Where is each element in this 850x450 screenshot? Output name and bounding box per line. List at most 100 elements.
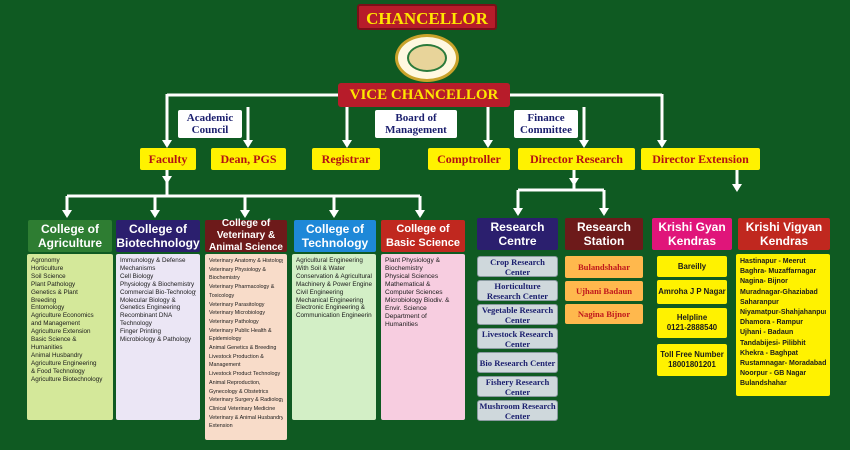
list-item: Microbiology & Pathology bbox=[120, 336, 192, 344]
college-technology-list: Agricultural Engineering With Soil & Wat… bbox=[292, 254, 376, 420]
tollfree-box: Toll Free Number 18001801201 bbox=[657, 344, 727, 376]
research-center-item: Fishery Research Center bbox=[477, 376, 558, 397]
research-centre-title: Research Centre bbox=[477, 218, 558, 250]
list-item: Muradnagar-Ghaziabad bbox=[740, 288, 818, 296]
list-item: Molecular Biology & bbox=[120, 296, 176, 304]
research-center-item: Livestock Research Center bbox=[477, 328, 558, 349]
list-item: Entomology bbox=[31, 304, 65, 312]
list-item: Immunology & Defense bbox=[120, 257, 186, 264]
list-item: Agriculture Engineering bbox=[31, 359, 97, 367]
list-item: Mechanical Engineering bbox=[296, 296, 364, 304]
list-item: Agronomy bbox=[31, 257, 60, 264]
list-item: Khekra - Baghpat bbox=[740, 349, 798, 357]
list-item: Recombinant DNA bbox=[120, 312, 173, 320]
college-technology-title: College of Technology bbox=[294, 220, 376, 252]
research-station-item: Ujhani Badaun bbox=[565, 281, 643, 301]
college-veterinary-list: Veterinary Anatomy & Histology Veterinar… bbox=[205, 254, 287, 440]
research-station-title: Research Station bbox=[565, 218, 643, 250]
list-item: & Food Technology bbox=[31, 367, 85, 375]
research-center-item: Vegetable Research Center bbox=[477, 304, 558, 325]
list-item: Livestock Product Technology bbox=[209, 371, 281, 378]
krishi-gyan-item: Bareilly bbox=[657, 256, 727, 277]
tollfree-number: 18001801201 bbox=[668, 360, 716, 369]
list-item: Department of bbox=[385, 313, 427, 320]
list-item: Extension bbox=[209, 423, 233, 430]
registrar-box: Registrar bbox=[312, 148, 380, 170]
list-item: Hastinapur - Meerut bbox=[740, 258, 806, 265]
list-item: Plant Physiology & bbox=[385, 257, 440, 264]
helpline-number: 0121-2888540 bbox=[666, 323, 718, 332]
list-item: Animal Husbandry bbox=[31, 351, 83, 359]
college-biotechnology-list: Immunology & Defense Mechanisms Cell Bio… bbox=[116, 254, 200, 420]
list-item: Veterinary Public Health & bbox=[209, 327, 272, 334]
list-item: Veterinary Surgery & Radiology bbox=[209, 397, 283, 404]
list-item: Basic Science & bbox=[31, 336, 77, 344]
faculty-box: Faculty bbox=[140, 148, 196, 170]
list-item: Commercial Bio-Technology bbox=[120, 288, 196, 296]
list-item: Noorpur - GB Nagar bbox=[740, 370, 807, 378]
list-item: Veterinary Microbiology bbox=[209, 310, 266, 317]
research-center-item: Bio Research Center bbox=[477, 352, 558, 373]
college-biotechnology-title: College of Biotechnology bbox=[116, 220, 200, 252]
director-research-box: Director Research bbox=[518, 148, 635, 170]
list-item: Biochemistry bbox=[385, 265, 423, 272]
list-item: Rustamnagar- Moradabad bbox=[740, 360, 826, 368]
director-extension-box: Director Extension bbox=[641, 148, 760, 170]
krishi-gyan-title: Krishi Gyan Kendras bbox=[652, 218, 732, 250]
list-item: Saharanpur bbox=[740, 298, 779, 306]
list-item: Biochemistry bbox=[209, 275, 240, 282]
list-item: Physical Sciences bbox=[385, 273, 439, 280]
list-item: Microbiology Biodiv. & bbox=[385, 297, 450, 304]
list-item: Agriculture Biotechnology bbox=[31, 375, 103, 383]
list-item: With Soil & Water bbox=[296, 264, 346, 272]
research-center-item: Mushroom Research Center bbox=[477, 400, 558, 421]
tollfree-label: Toll Free Number bbox=[660, 350, 724, 359]
list-item: Clinical Veterinary Medicine bbox=[209, 405, 276, 412]
list-item: Veterinary Anatomy & Histology bbox=[209, 258, 283, 264]
list-item: Ujhani - Badaun bbox=[740, 329, 794, 337]
list-item: Soil Science bbox=[31, 272, 66, 280]
list-item: Veterinary Physiology & bbox=[209, 266, 266, 273]
vice-chancellor-box: VICE CHANCELLOR bbox=[338, 83, 510, 107]
list-item: Horticulture bbox=[31, 264, 64, 272]
list-item: Communication Engineering bbox=[296, 312, 372, 320]
list-item: Baghra- Muzaffarnagar bbox=[740, 268, 817, 276]
comptroller-box: Comptroller bbox=[428, 148, 510, 170]
list-item: Technology bbox=[120, 320, 152, 328]
list-item: Veterinary Parasitology bbox=[209, 301, 265, 308]
university-logo-emblem-icon bbox=[407, 44, 447, 72]
list-item: Finger Printing bbox=[120, 328, 161, 336]
research-center-item: Horticulture Research Center bbox=[477, 280, 558, 301]
list-item: Mathematical & bbox=[385, 281, 431, 288]
list-item: Nagina- Bijnor bbox=[740, 278, 788, 286]
list-item: Veterinary & Animal Husbandry bbox=[209, 414, 283, 421]
list-item: Physiology & Biochemistry bbox=[120, 280, 195, 288]
krishi-vigyan-list: Hastinapur - Meerut Baghra- Muzaffarnaga… bbox=[736, 254, 830, 396]
college-veterinary-title: College of Veterinary & Animal Science bbox=[205, 218, 287, 253]
academic-council-box: Academic Council bbox=[178, 110, 242, 138]
list-item: Toxicology bbox=[209, 292, 235, 299]
list-item: Plant Pathology bbox=[31, 280, 76, 288]
list-item: Management bbox=[209, 362, 241, 369]
list-item: Computer Sciences bbox=[385, 289, 443, 296]
list-item: and Management bbox=[31, 320, 81, 328]
list-item: Conservation & Agricultural bbox=[296, 272, 372, 280]
list-item: Genetics Engineering bbox=[120, 304, 181, 312]
research-station-item: Nagina Bijnor bbox=[565, 304, 643, 324]
list-item: Bulandshahar bbox=[740, 380, 787, 388]
krishi-vigyan-title: Krishi Vigyan Kendras bbox=[738, 218, 830, 250]
list-item: Agriculture Extension bbox=[31, 328, 91, 336]
research-station-item: Bulandshahar bbox=[565, 256, 643, 278]
list-item: Humanities bbox=[385, 321, 418, 328]
list-item: Veterinary Pathology bbox=[209, 318, 259, 325]
list-item: Machinery & Power Engineering bbox=[296, 280, 372, 288]
list-item: Mechanisms bbox=[120, 264, 156, 272]
list-item: Epidemiology bbox=[209, 336, 242, 343]
list-item: Gynecology & Obstetrics bbox=[209, 388, 269, 395]
list-item: Electronic Engineering & bbox=[296, 304, 365, 312]
list-item: Dhamora - Rampur bbox=[740, 319, 804, 327]
college-basic-science-list: Plant Physiology & Biochemistry Physical… bbox=[381, 254, 465, 420]
research-center-item: Crop Research Center bbox=[477, 256, 558, 277]
list-item: Agricultural Engineering bbox=[296, 257, 363, 264]
